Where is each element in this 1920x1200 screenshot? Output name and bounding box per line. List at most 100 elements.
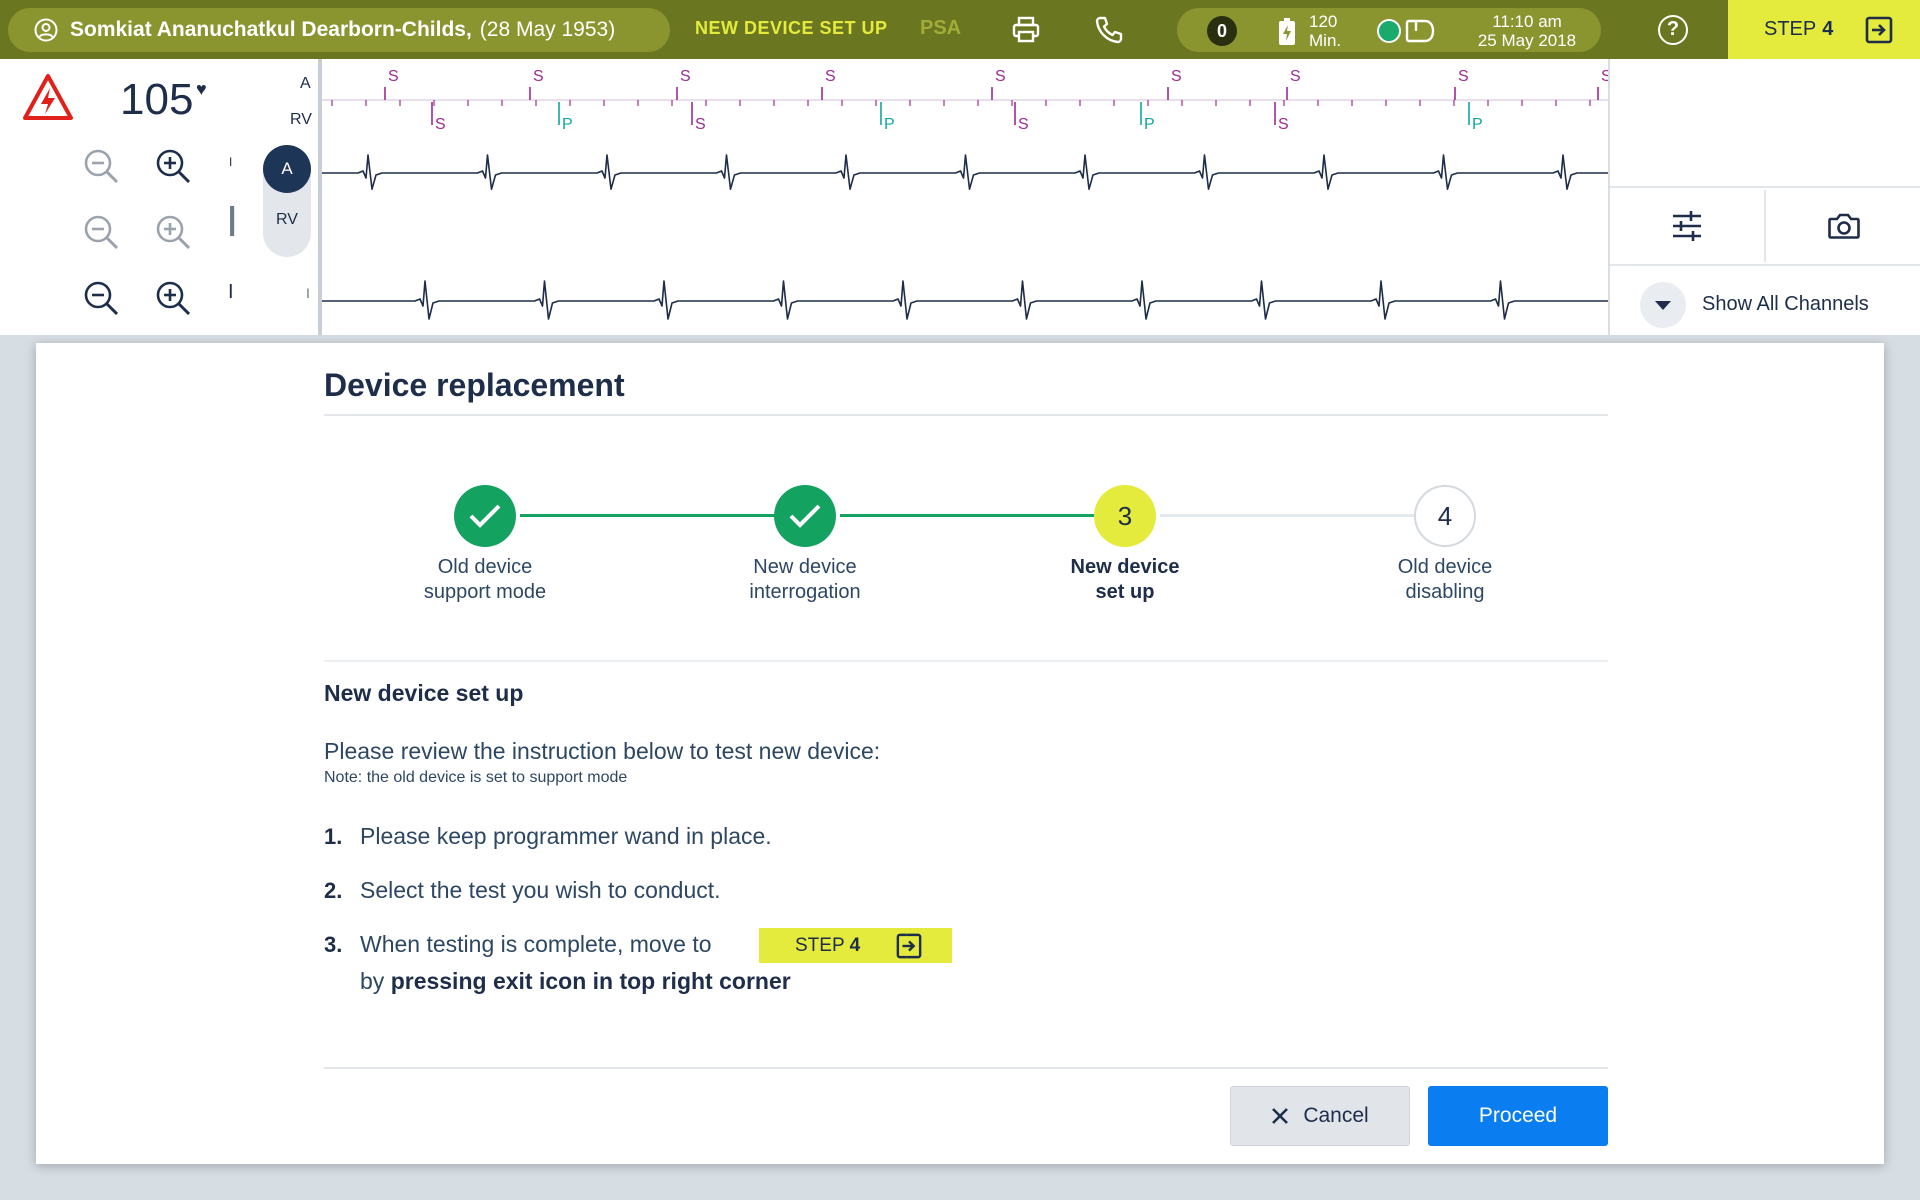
marker-sense-label: S xyxy=(1458,68,1469,85)
zoom-out-icon[interactable] xyxy=(81,146,121,186)
heart-rate-value: 105 xyxy=(120,75,194,124)
marker-event-label: S xyxy=(1018,116,1029,133)
step-exit-button[interactable]: STEP 4 xyxy=(1728,0,1920,59)
channel-toggle-a[interactable]: A xyxy=(263,145,311,193)
connection-status-icon xyxy=(1377,19,1401,43)
stepper-connector-done xyxy=(840,514,1128,517)
battery-minutes: 120 Min. xyxy=(1309,12,1341,50)
instruction-text: When testing is complete, move to xyxy=(360,931,712,957)
event-count-badge: 0 xyxy=(1207,16,1237,46)
instruction-note: Note: the old device is set to support m… xyxy=(324,769,628,786)
help-button[interactable]: ? xyxy=(1658,15,1688,45)
instruction-text: Please keep programmer wand in place. xyxy=(360,823,772,849)
step-label-line: interrogation xyxy=(749,581,861,603)
show-all-channels-toggle[interactable] xyxy=(1640,282,1686,328)
marker-event-label: P xyxy=(562,116,573,133)
step-4-todo: 4 xyxy=(1414,485,1476,547)
instruction-text-continued: by pressing exit icon in top right corne… xyxy=(360,968,791,995)
instruction-number: 2. xyxy=(324,878,343,903)
instruction-text-bold: pressing exit icon in top right corner xyxy=(390,968,791,994)
monitor-side-panel: Show All Channels xyxy=(1608,59,1920,335)
channel-toggle[interactable]: A RV xyxy=(263,145,311,257)
ecg-monitor: 105 ♥ A RV I I I I A RV xyxy=(0,59,1920,335)
show-all-channels-label: Show All Channels xyxy=(1702,293,1869,315)
zoom-out-icon[interactable] xyxy=(81,278,121,318)
marker-sense-label: S xyxy=(1601,68,1608,85)
step-exit-number: 4 xyxy=(1822,18,1834,40)
zoom-in-icon[interactable] xyxy=(153,146,193,186)
channel-label-a: A xyxy=(300,75,311,92)
marker-event-label: S xyxy=(435,116,446,133)
inline-step-badge: STEP 4 xyxy=(759,928,952,963)
marker-sense-label: S xyxy=(825,68,836,85)
stepper-connector-done xyxy=(520,514,808,517)
step-1-done xyxy=(454,485,516,547)
device-replacement-dialog: Device replacement 3 4 Old device suppor… xyxy=(36,343,1884,1164)
clock-date: 25 May 2018 xyxy=(1477,31,1577,50)
inline-step-prefix: STEP xyxy=(795,934,845,956)
step-exit-prefix: STEP xyxy=(1764,18,1817,40)
section-title: New device set up xyxy=(324,680,524,706)
divider xyxy=(324,660,1608,662)
step-2-label: New device interrogation xyxy=(695,555,915,605)
zoom-out-icon[interactable] xyxy=(81,212,121,252)
step-label-line: New device xyxy=(1070,556,1180,578)
device-connection-icon xyxy=(1405,19,1435,43)
proceed-button[interactable]: Proceed xyxy=(1428,1086,1608,1146)
step-1-label: Old device support mode xyxy=(375,555,595,605)
step-label-line: support mode xyxy=(423,581,547,603)
channel-toggle-rv[interactable]: RV xyxy=(276,211,298,228)
step-3-current: 3 xyxy=(1094,485,1156,547)
device-status-pill: 0 120 Min. 11:10 am 25 May 2018 xyxy=(1177,8,1601,52)
marker-event-label: S xyxy=(1278,116,1289,133)
snapshot-button[interactable] xyxy=(1766,190,1920,262)
close-icon xyxy=(1272,1108,1289,1124)
phone-icon[interactable] xyxy=(1093,14,1125,46)
marker-sense-label: S xyxy=(388,68,399,85)
step-2-done xyxy=(774,485,836,547)
battery-minutes-value: 120 xyxy=(1309,12,1338,31)
cancel-label: Cancel xyxy=(1303,1104,1369,1127)
scale-indicator-tiny: I xyxy=(306,285,310,301)
step-label-line: set up xyxy=(1095,581,1155,603)
cancel-button[interactable]: Cancel xyxy=(1230,1086,1410,1146)
marker-sense-label: S xyxy=(533,68,544,85)
divider xyxy=(324,1067,1608,1069)
show-all-channels-row[interactable]: Show All Channels xyxy=(1610,264,1920,335)
step-label-line: disabling xyxy=(1405,581,1485,603)
zoom-in-icon[interactable] xyxy=(153,212,193,252)
marker-sense-label: S xyxy=(1290,68,1301,85)
marker-sense-label: S xyxy=(995,68,1006,85)
sliders-icon xyxy=(1673,211,1701,241)
shock-alert-icon xyxy=(23,74,73,120)
marker-sense-label: S xyxy=(1171,68,1182,85)
patient-pill[interactable]: Somkiat Ananuchatkul Dearborn-Childs, (2… xyxy=(8,8,670,52)
printer-icon[interactable] xyxy=(1010,14,1042,46)
channel-label-rv: RV xyxy=(290,111,312,128)
step-label-line: Old device xyxy=(1397,556,1493,578)
exit-icon xyxy=(1866,16,1893,43)
step-4-label: Old device disabling xyxy=(1335,555,1555,605)
dialog-title: Device replacement xyxy=(324,367,625,403)
psa-button[interactable]: PSA xyxy=(920,17,962,39)
step-3-label: New device set up xyxy=(1015,555,1235,605)
monitor-controls: 105 ♥ A RV I I I I A RV xyxy=(0,59,322,335)
settings-sliders-button[interactable] xyxy=(1610,190,1766,262)
top-bar: Somkiat Ananuchatkul Dearborn-Childs, (2… xyxy=(0,0,1920,59)
marker-event-label: P xyxy=(1472,116,1483,133)
instruction-number: 3. xyxy=(324,932,343,957)
instruction-text-prefix: by xyxy=(360,968,391,994)
clock: 11:10 am 25 May 2018 xyxy=(1467,12,1587,50)
battery-icon xyxy=(1279,18,1295,45)
patient-dob: (28 May 1953) xyxy=(479,18,616,41)
stepper-connector-todo xyxy=(1160,514,1448,517)
side-panel-blank xyxy=(1610,59,1920,188)
step-label-line: Old device xyxy=(437,556,533,578)
user-icon xyxy=(34,18,58,42)
check-icon xyxy=(469,504,501,528)
check-icon xyxy=(789,504,821,528)
zoom-in-icon[interactable] xyxy=(153,278,193,318)
inline-step-number: 4 xyxy=(849,934,861,956)
exit-icon xyxy=(896,933,922,958)
